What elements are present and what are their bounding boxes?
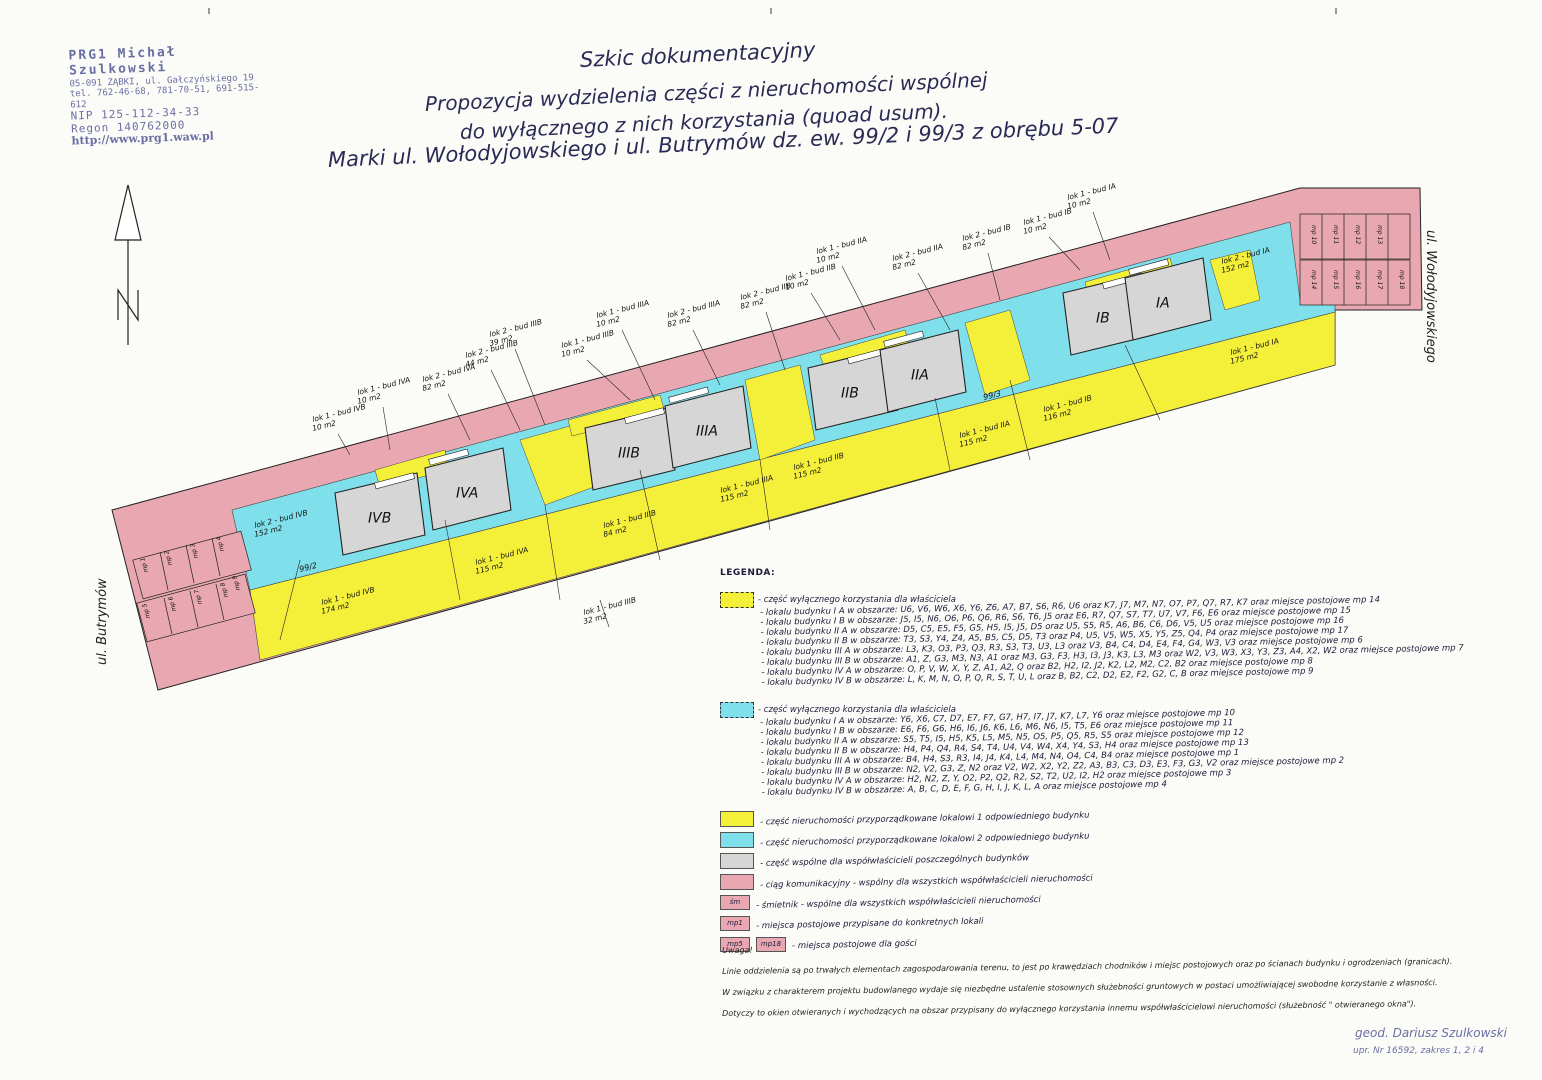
area-label: lok 1 - bud IIB xyxy=(784,262,837,283)
leader-line xyxy=(1092,211,1111,261)
parking-spot-label: mp 6 xyxy=(167,595,178,612)
leader-line xyxy=(599,599,610,628)
area-label: lok 1 - bud IIIB xyxy=(582,595,637,617)
leader-line xyxy=(692,329,721,386)
building-label-IIB: IIB xyxy=(841,386,859,402)
area-label: lok 1 - bud IIA xyxy=(815,235,867,256)
building-label-IA: IA xyxy=(1156,296,1170,312)
leader-line xyxy=(490,369,521,431)
street-butrymow: ul. Butrymów xyxy=(95,578,110,665)
leader-line xyxy=(810,292,841,341)
building-label-IIA: IIA xyxy=(911,368,929,384)
sheet-tick-mark xyxy=(208,8,210,14)
area-label: lok 1 - bud IIIA xyxy=(595,298,650,320)
division-line xyxy=(934,397,951,471)
building-label-IVB: IVB xyxy=(368,511,391,527)
area-label: lok 1 - bud IA xyxy=(1066,181,1116,202)
parking-spot-label: mp 4 xyxy=(215,535,226,552)
parking-spot-label: mp 10 xyxy=(1310,225,1317,244)
legend-item-waste: śm- śmietnik - wspólne dla wszystkich ws… xyxy=(720,892,1520,913)
parcel-number: 99/3 xyxy=(982,389,1002,402)
parking-spot-label: mp 16 xyxy=(1354,270,1361,289)
legend: LEGENDA: - część wyłącznego korzystania … xyxy=(720,568,1520,955)
swatch-cyan-dashed xyxy=(720,702,754,718)
parcel-number: 99/2 xyxy=(298,561,318,574)
legend-item-communication: - ciąg komunikacyjny - wspólny dla wszys… xyxy=(720,871,1520,892)
legend-group-lok1: - część wyłącznego korzystania dla właśc… xyxy=(720,592,1520,688)
legend-item-shared: - część wspólne dla współwłaścicieli pos… xyxy=(720,850,1520,871)
parking-spot-label: mp 13 xyxy=(1376,225,1383,244)
division-line xyxy=(279,559,301,641)
area-label: lok 1 - bud IIIB xyxy=(560,328,615,350)
building-IIIA xyxy=(664,385,752,469)
building-IA xyxy=(1124,257,1212,341)
parking-spot-label: mp 7 xyxy=(193,588,204,605)
sheet-tick-mark xyxy=(1335,8,1337,14)
parking-spot-label: mp 15 xyxy=(1332,270,1339,289)
parking-spot-label: mp 18 xyxy=(1398,270,1405,289)
building-label-IVA: IVA xyxy=(456,486,478,502)
surveyor-signature: geod. Dariusz Szulkowski upr. Nr 16592, … xyxy=(1353,1024,1507,1060)
legend-item-lok1: - część nieruchomości przyporządkowane l… xyxy=(720,808,1520,829)
parking-spot-label: mp 11 xyxy=(1332,225,1339,244)
legend-item-lok2: - część nieruchomości przyporządkowane l… xyxy=(720,829,1520,850)
parking-west xyxy=(132,530,256,643)
parking-spot-label: mp 12 xyxy=(1354,225,1361,244)
street-wolodyjowskiego: ul. Wołodyjowskiego xyxy=(1423,230,1438,363)
division-line xyxy=(444,519,461,601)
parking-spot-label: mp 1 xyxy=(139,557,150,574)
area-label: lok 2 - bud IIIB xyxy=(488,317,543,339)
parking-spot-label: mp 14 xyxy=(1310,270,1317,289)
leader-line xyxy=(382,406,391,451)
division-line xyxy=(1009,379,1031,461)
area-label: lok 2 - bud IIA xyxy=(891,242,943,263)
building-label-IIIA: IIIA xyxy=(696,424,718,440)
building-IVA xyxy=(424,447,512,531)
legend-group-lok1-head: - część wyłącznego korzystania dla właśc… xyxy=(758,595,956,605)
parking-spot-label: mp 9 xyxy=(231,574,242,591)
legend-title: LEGENDA: xyxy=(720,568,776,578)
notes: Uwaga! Linie oddzielenia są po trwałych … xyxy=(722,940,1482,1024)
area-label: lok 2 - bud IIIA xyxy=(666,298,721,320)
legend-group-lok2-lines: - lokalu budynku I A w obszarze: Y6, X6,… xyxy=(760,702,1522,798)
parking-spot-label: mp 17 xyxy=(1376,270,1383,289)
leader-line xyxy=(586,359,631,401)
area-label: lok 1 - bud IVA xyxy=(356,375,411,397)
parking-spot-label: mp 2 xyxy=(163,549,174,566)
leader-line xyxy=(765,311,786,371)
legend-item-parking-assigned: mp1- miejsca postojowe przypisane do kon… xyxy=(720,913,1520,934)
leader-line xyxy=(1048,236,1081,271)
leader-line xyxy=(337,433,351,456)
building-IIA xyxy=(879,329,967,413)
division-line xyxy=(544,504,561,601)
leader-line xyxy=(514,348,546,426)
building-label-IB: IB xyxy=(1096,311,1110,327)
division-line xyxy=(639,469,661,561)
swatch-yellow-dashed xyxy=(720,592,754,608)
division-line xyxy=(759,459,771,531)
surveyor-name: geod. Dariusz Szulkowski xyxy=(1355,1026,1507,1040)
leader-line xyxy=(447,393,471,441)
parking-east xyxy=(1299,213,1411,306)
legend-group-lok1-lines: - lokalu budynku I A w obszarze: U6, V6,… xyxy=(760,592,1522,688)
parking-spot-label: mp 5 xyxy=(141,602,152,619)
parking-spot-label: mp 3 xyxy=(189,542,200,559)
surveyor-licence: upr. Nr 16592, zakres 1, 2 i 4 xyxy=(1353,1046,1485,1056)
leader-line xyxy=(621,329,656,401)
area-label: lok 1 - bud IB xyxy=(1022,206,1072,227)
leader-line xyxy=(917,272,951,331)
leader-line xyxy=(987,252,1001,301)
building-label-IIIB: IIIB xyxy=(618,446,640,462)
north-arrow-icon xyxy=(114,184,142,345)
leader-line xyxy=(841,265,876,331)
area-label: lok 2 - bud IB xyxy=(961,222,1011,243)
parking-spot-label: mp 8 xyxy=(219,581,230,598)
legend-group-lok2-head: - część wyłącznego korzystania dla właśc… xyxy=(758,705,956,715)
legend-group-lok2: - część wyłącznego korzystania dla właśc… xyxy=(720,702,1520,798)
division-line xyxy=(1124,344,1161,421)
sheet-tick-mark xyxy=(770,8,772,14)
